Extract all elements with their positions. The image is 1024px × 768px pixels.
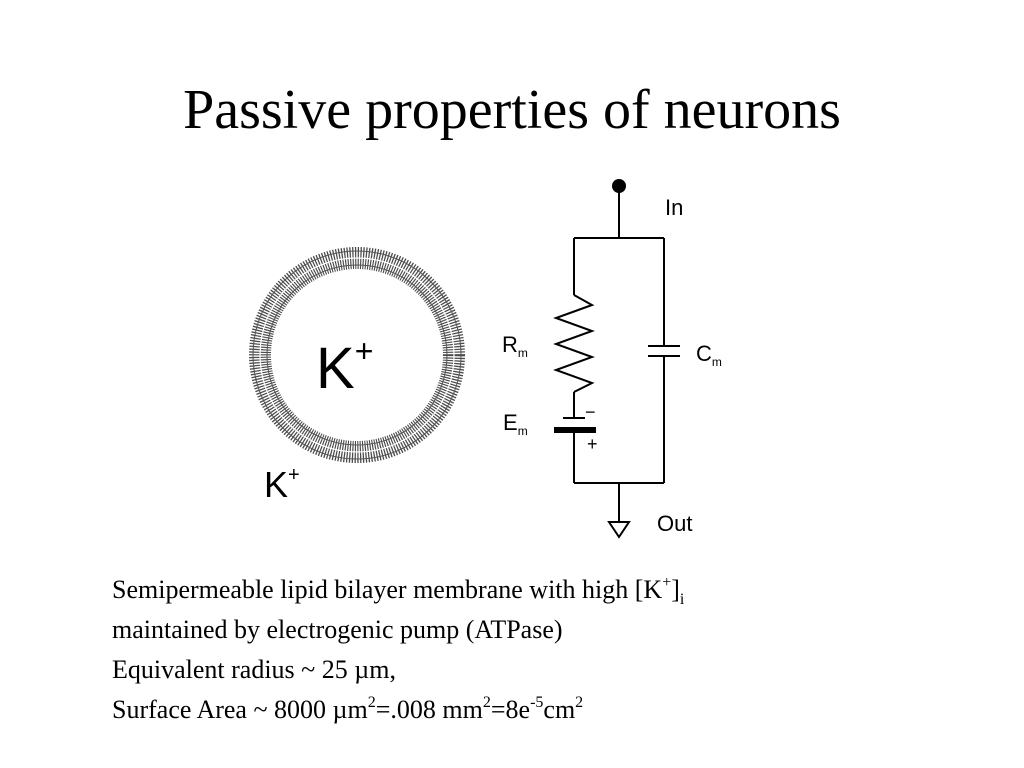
in-label: In: [665, 195, 683, 220]
slide-title: Passive properties of neurons: [183, 79, 841, 141]
resistor-rm: [553, 294, 595, 393]
cell-membrane: [249, 247, 465, 463]
cm-label: Cm: [696, 341, 722, 369]
body-line-4: Surface Area ~ 8000 µm2=.008 mm2=8e-5cm2: [112, 694, 584, 725]
equivalent-circuit: [553, 179, 680, 539]
battery-positive-sign: +: [587, 434, 598, 454]
cell-inside-label: K+: [316, 333, 373, 401]
battery-negative-sign: −: [585, 402, 596, 422]
em-label: Em: [503, 410, 528, 438]
body-line-2: maintained by electrogenic pump (ATPase): [112, 615, 563, 644]
body-line-3: Equivalent radius ~ 25 µm,: [112, 655, 396, 684]
cell-outside-label: K+: [264, 464, 300, 505]
slide-body: Semipermeable lipid bilayer membrane wit…: [112, 570, 972, 730]
body-line-1: Semipermeable lipid bilayer membrane wit…: [112, 574, 685, 608]
out-label: Out: [657, 511, 692, 536]
ground-icon: [607, 521, 631, 539]
rm-label: Rm: [502, 332, 528, 360]
